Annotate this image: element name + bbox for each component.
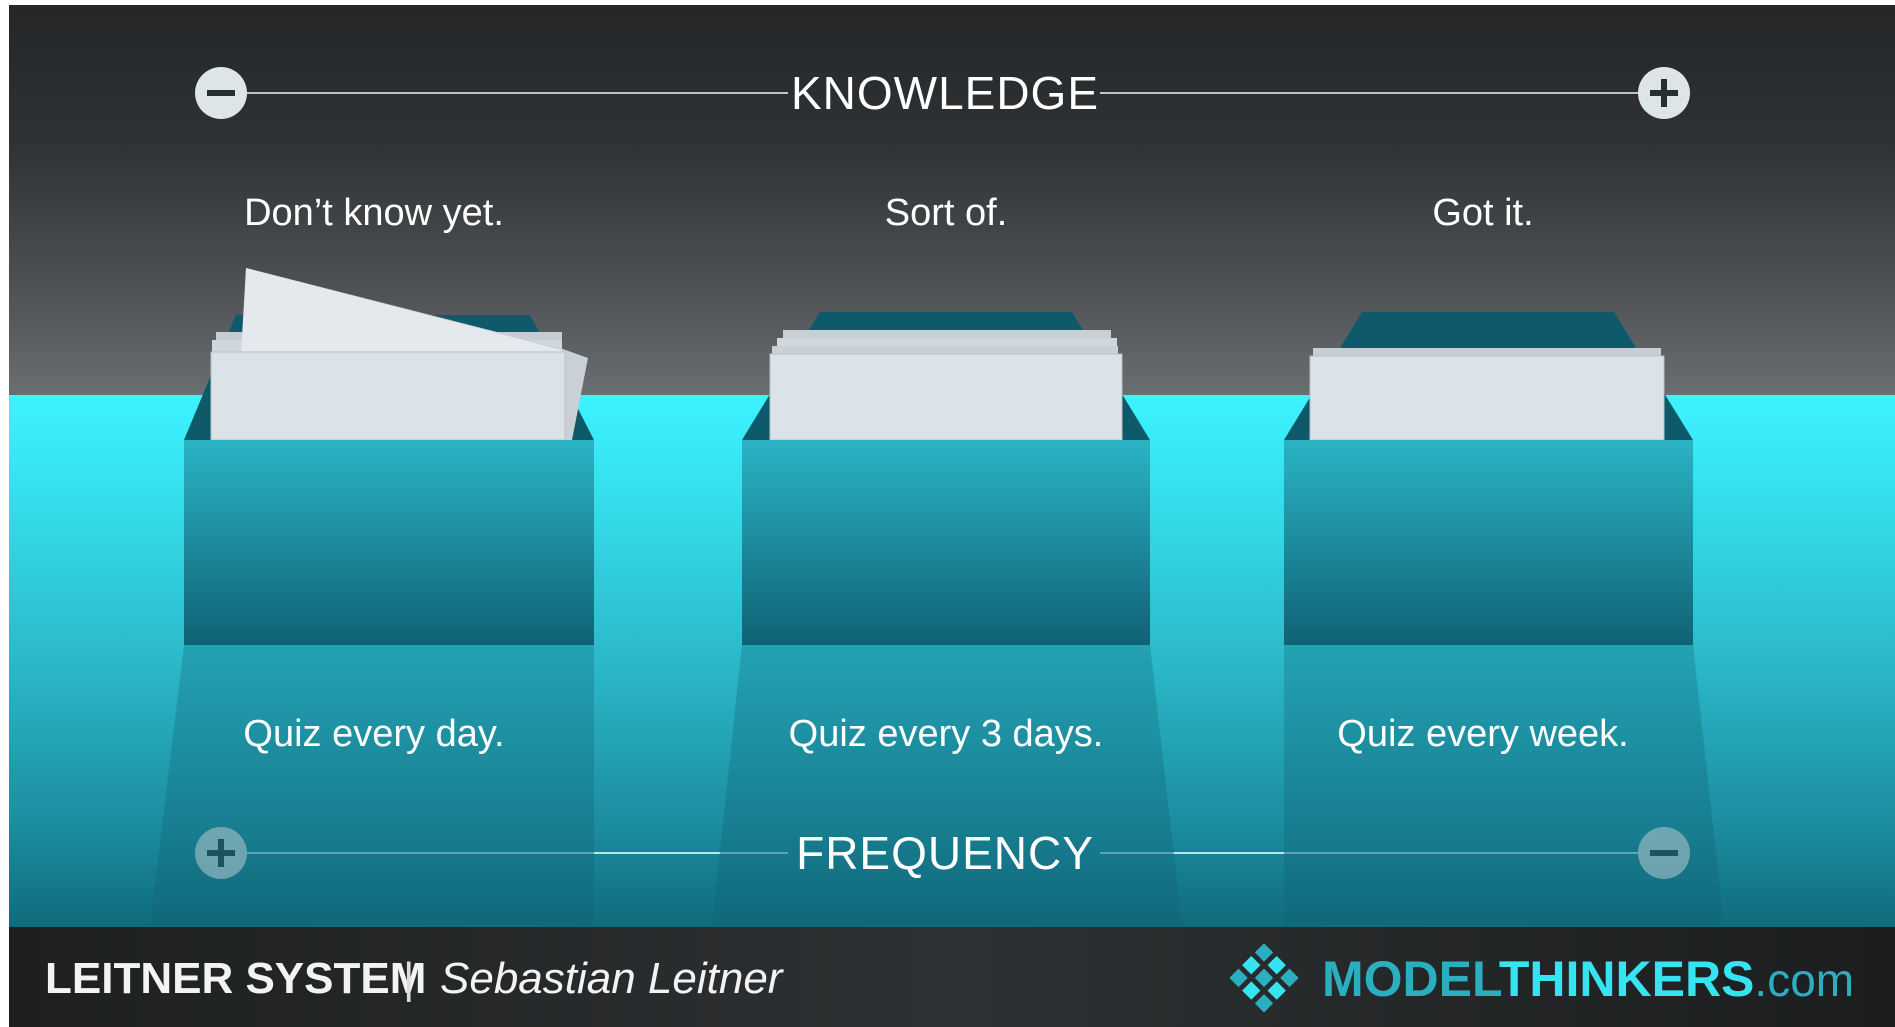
box-1 — [150, 268, 594, 925]
box-3-card — [1309, 355, 1665, 441]
box-2-reflection — [712, 645, 1182, 925]
brand-part-thinkers: THINKERS — [1498, 951, 1755, 1007]
box-1-reflection — [150, 645, 594, 925]
brand-part-model: MODEL — [1322, 951, 1499, 1007]
brand-wordmark: MODELTHINKERS.com — [1322, 950, 1854, 1008]
box-3-knowledge-label: Got it. — [1432, 192, 1534, 234]
box-2-knowledge-label: Sort of. — [884, 192, 1008, 234]
box-2-quiz-label: Quiz every 3 days. — [788, 713, 1104, 755]
knowledge-title: KNOWLEDGE — [790, 67, 1100, 119]
box-1-knowledge-label: Don’t know yet. — [244, 192, 504, 234]
box-3-reflection — [1284, 645, 1724, 925]
box-3-quiz-label: Quiz every week. — [1337, 713, 1629, 755]
brand-part-com: .com — [1754, 954, 1855, 1006]
frequency-title: FREQUENCY — [796, 827, 1094, 879]
footer-separator: | — [403, 954, 415, 1003]
box-2 — [712, 312, 1182, 925]
box-1-front — [184, 440, 594, 645]
box-3-front — [1284, 440, 1693, 645]
box-1-quiz-label: Quiz every day. — [243, 713, 505, 755]
box-2-card — [769, 353, 1123, 441]
diamond-grid-logo-icon — [1229, 943, 1299, 1013]
box-2-front — [742, 440, 1150, 645]
box-1-card — [210, 351, 566, 441]
footer-title: LEITNER SYSTEM — [45, 954, 427, 1003]
box-3 — [1284, 312, 1724, 925]
knowledge-minus-icon — [195, 67, 247, 119]
footer-author: Sebastian Leitner — [440, 954, 783, 1003]
knowledge-plus-icon — [1638, 67, 1690, 119]
footer-bar — [9, 927, 1895, 1027]
